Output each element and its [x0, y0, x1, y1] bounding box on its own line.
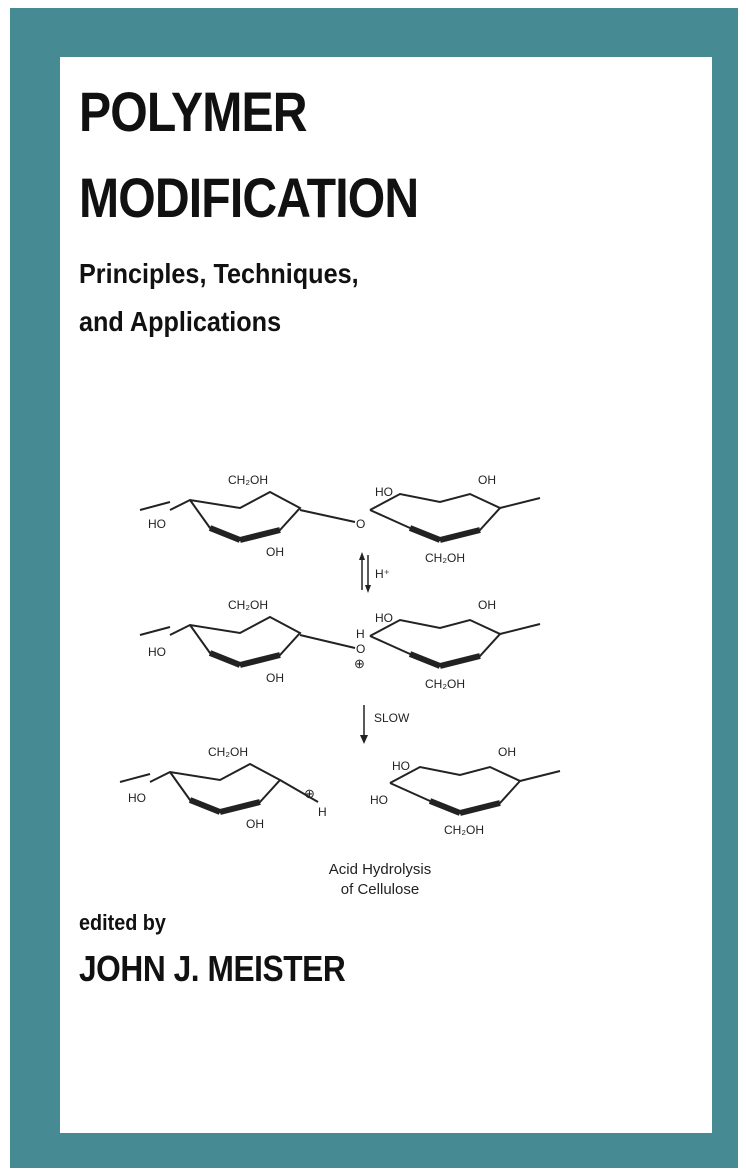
caption-line-1: Acid Hydrolysis [328, 861, 432, 878]
subtitle-line-1: Principles, Techniques, [79, 258, 359, 289]
author-name: JOHN J. MEISTER [79, 948, 346, 989]
oh-label: OH [246, 817, 264, 831]
oh-label: OH [478, 473, 496, 487]
title-line-2: MODIFICATION [79, 166, 419, 229]
oh-label: OH [266, 545, 284, 559]
caption-line-2: of Cellulose [340, 881, 420, 899]
ho-label: HO [148, 645, 166, 659]
ch2oh-label: CH₂OH [425, 551, 465, 565]
ho-label: HO [128, 791, 146, 805]
h-label: H [356, 627, 365, 641]
acid-catalyst-label: H⁺ [375, 567, 390, 581]
ch2oh-label: CH₂OH [208, 745, 248, 759]
ch2oh-label: CH₂OH [425, 677, 465, 691]
o-label: O [356, 517, 365, 531]
cellobiose-row-2: CH₂OH HO OH H O ⊕ HO OH CH₂OH [139, 598, 541, 691]
ho-label: HO [392, 759, 410, 773]
slow-step-label: SLOW [374, 711, 410, 725]
positive-charge-icon: ⊕ [354, 656, 365, 671]
ch2oh-label: CH₂OH [228, 598, 268, 612]
subtitle-line-2: and Applications [79, 306, 282, 337]
ho-label: HO [148, 517, 166, 531]
oh-label: OH [478, 598, 496, 612]
oh-label: OH [498, 745, 516, 759]
positive-charge-icon: ⊕ [304, 786, 315, 801]
h-label: H [318, 805, 327, 819]
diagram-caption: Acid Hydrolysis of Cellulose [230, 860, 530, 901]
ho-label: HO [370, 793, 388, 807]
hydrolysis-products-row: CH₂OH HO OH ⊕ H HO HO OH CH₂OH [119, 745, 561, 837]
title-line-1: POLYMER [79, 80, 308, 143]
edited-by-label: edited by [79, 910, 166, 935]
o-label: O [356, 642, 365, 656]
ho-label: HO [375, 611, 393, 625]
ch2oh-label: CH₂OH [444, 823, 484, 837]
oh-label: OH [266, 671, 284, 685]
ho-label: HO [375, 485, 393, 499]
cover-panel [60, 57, 712, 1133]
ch2oh-label: CH₂OH [228, 473, 268, 487]
cellulose-hydrolysis-diagram: CH₂OH HO OH O HO OH CH₂OH H⁺ CH₂OH HO OH… [119, 473, 561, 837]
equilibrium-arrow: H⁺ [359, 552, 390, 593]
cellobiose-row-1: CH₂OH HO OH O HO OH CH₂OH [139, 473, 541, 565]
slow-arrow: SLOW [360, 705, 410, 744]
